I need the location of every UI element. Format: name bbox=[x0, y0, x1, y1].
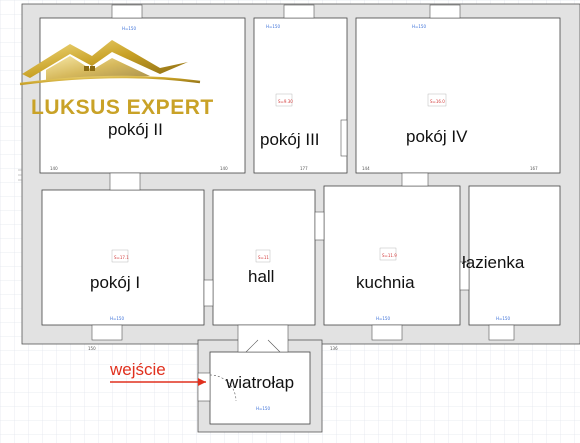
brand-name: LUKSUS EXPERT bbox=[31, 96, 214, 119]
svg-text:136: 136 bbox=[330, 346, 338, 351]
label-wiatrolap: wiatrołap bbox=[225, 373, 294, 392]
label-kuchnia: kuchnia bbox=[356, 273, 415, 292]
room-labels: pokój II pokój III pokój IV pokój I hall… bbox=[90, 120, 525, 392]
label-pokoj-ii: pokój II bbox=[108, 120, 163, 139]
room-pokoj-iv bbox=[355, 17, 561, 174]
svg-text:H=150: H=150 bbox=[256, 406, 270, 411]
svg-text:140: 140 bbox=[50, 166, 58, 171]
svg-text:S=11.9: S=11.9 bbox=[382, 253, 397, 258]
svg-text:S=16.0: S=16.0 bbox=[430, 99, 445, 104]
label-pokoj-iii: pokój III bbox=[260, 130, 320, 149]
svg-text:H=150: H=150 bbox=[496, 316, 510, 321]
svg-text:H=150: H=150 bbox=[122, 26, 136, 31]
svg-text:S=11: S=11 bbox=[258, 255, 269, 260]
label-lazienka: łazienka bbox=[462, 253, 525, 272]
room-pokoj-iii bbox=[253, 17, 348, 174]
svg-text:167: 167 bbox=[530, 166, 538, 171]
room-wiatrolap bbox=[209, 351, 311, 425]
dimension-annotations: H=150 H=150 H=150 S=9.30 S=16.0 S=17.1 S… bbox=[50, 24, 538, 411]
label-pokoj-i: pokój I bbox=[90, 273, 140, 292]
room-pokoj-ii bbox=[39, 17, 246, 174]
svg-text:S=9.30: S=9.30 bbox=[278, 99, 293, 104]
room-lazienka bbox=[468, 185, 561, 326]
house-roof-icon bbox=[22, 40, 188, 78]
svg-text:177: 177 bbox=[300, 166, 308, 171]
svg-text:S=17.1: S=17.1 bbox=[114, 255, 129, 260]
svg-text:144: 144 bbox=[362, 166, 370, 171]
svg-text:H=150: H=150 bbox=[110, 316, 124, 321]
svg-text:H=150: H=150 bbox=[376, 316, 390, 321]
svg-text:140: 140 bbox=[220, 166, 228, 171]
label-hall: hall bbox=[248, 267, 274, 286]
svg-text:H=150: H=150 bbox=[266, 24, 280, 29]
svg-text:H=150: H=150 bbox=[412, 24, 426, 29]
entrance-label: wejście bbox=[109, 360, 166, 379]
doors bbox=[91, 4, 515, 402]
entrance-marker: wejście bbox=[109, 360, 206, 386]
svg-text:150: 150 bbox=[88, 346, 96, 351]
label-pokoj-iv: pokój IV bbox=[406, 127, 468, 146]
brand-logo: LUKSUS EXPERT bbox=[19, 40, 214, 119]
